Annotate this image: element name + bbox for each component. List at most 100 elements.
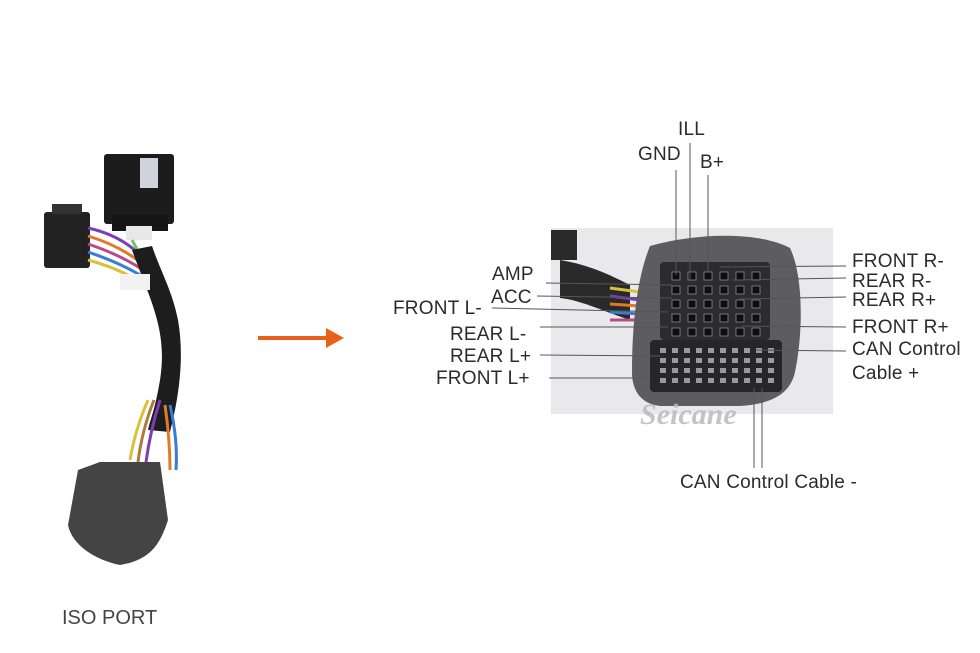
leader-acc xyxy=(536,295,673,299)
connector-pin-small xyxy=(768,368,774,373)
connector-pin-small xyxy=(708,378,714,383)
label-rear-l-plus: REAR L+ xyxy=(450,346,532,367)
connector-pin-small xyxy=(732,368,738,373)
label-gnd: GND xyxy=(638,144,681,165)
connector-pin xyxy=(719,271,729,281)
connector-pin-small xyxy=(756,378,762,383)
connector-pin xyxy=(719,285,729,295)
label-front-l-minus: FRONT L- xyxy=(393,298,482,319)
label-cable-plus: Cable + xyxy=(852,363,920,384)
label-ill: ILL xyxy=(678,119,706,140)
connector-pin xyxy=(687,299,697,309)
connector-pin xyxy=(751,285,761,295)
connector-pin-small xyxy=(660,368,666,373)
connector-pin xyxy=(671,327,681,337)
connector-pin xyxy=(687,313,697,323)
connector-pin xyxy=(703,271,713,281)
connector-pin-small xyxy=(672,348,678,353)
label-bplus: B+ xyxy=(700,152,725,173)
connector-pin-small xyxy=(660,348,666,353)
connector-pin-small xyxy=(696,348,702,353)
leader-rear-l-plus xyxy=(539,354,661,357)
connector-pin xyxy=(671,299,681,309)
label-rear-l-minus: REAR L- xyxy=(450,324,527,345)
label-rear-r-plus: REAR R+ xyxy=(852,290,937,311)
connector-pin xyxy=(751,327,761,337)
harness-cable-sleeve xyxy=(132,246,181,432)
label-can-control-cable-minus: CAN Control Cable - xyxy=(680,472,857,493)
connector-pin xyxy=(703,313,713,323)
connector-pin xyxy=(735,271,745,281)
harness-label-tag xyxy=(120,274,150,290)
connector-pin-small xyxy=(732,358,738,363)
connector-pin xyxy=(687,327,697,337)
connector-pin-small xyxy=(720,348,726,353)
connector-pin-small xyxy=(744,368,750,373)
connector-pin xyxy=(751,271,761,281)
connector-pin-small xyxy=(672,368,678,373)
connector-pin xyxy=(703,327,713,337)
connector-pin xyxy=(671,285,681,295)
harness-side-connector xyxy=(44,204,90,268)
connector-pin xyxy=(703,285,713,295)
connector-pin-small xyxy=(660,378,666,383)
connector-pin xyxy=(703,299,713,309)
connector-pin xyxy=(687,285,697,295)
leader-lines xyxy=(491,143,847,468)
connector-pin xyxy=(719,299,729,309)
label-front-r-minus: FRONT R- xyxy=(852,251,945,272)
connector-pin-small xyxy=(744,348,750,353)
connector-pin-small xyxy=(660,358,666,363)
connector-pin-small xyxy=(768,378,774,383)
connector-pin-small xyxy=(732,348,738,353)
leader-rear-r-minus xyxy=(731,277,847,281)
harness-control-box xyxy=(104,154,174,240)
leader-front-r-plus xyxy=(741,325,847,328)
connector-pin-small xyxy=(768,358,774,363)
connector-pin xyxy=(735,313,745,323)
connector-pin-small xyxy=(708,348,714,353)
connector-pin-small xyxy=(684,378,690,383)
leader-amp xyxy=(545,282,673,286)
connector-pin-small xyxy=(684,348,690,353)
connector-pin-small xyxy=(756,358,762,363)
connector-pin xyxy=(719,327,729,337)
connector-pins xyxy=(660,271,774,383)
connector-pin-small xyxy=(720,358,726,363)
connector-pin-small xyxy=(744,358,750,363)
connector-pin xyxy=(687,271,697,281)
connector-pin xyxy=(719,313,729,323)
leader-rear-r-plus xyxy=(739,296,847,300)
connector-pin xyxy=(735,327,745,337)
harness-wires-bottom xyxy=(128,399,178,471)
connector-pin-small xyxy=(696,368,702,373)
connector-pin xyxy=(751,299,761,309)
label-rear-r-minus: REAR R- xyxy=(852,271,932,292)
connector-pin-small xyxy=(744,378,750,383)
label-can-control: CAN Control xyxy=(852,339,961,360)
label-amp: AMP xyxy=(492,264,534,285)
connector-pin-small xyxy=(708,368,714,373)
leader-can-control xyxy=(755,349,847,352)
connector-pin-small xyxy=(696,378,702,383)
connector-pin-small xyxy=(756,368,762,373)
connector-pin-small xyxy=(696,358,702,363)
connector-pin-small xyxy=(672,378,678,383)
label-acc: ACC xyxy=(491,287,532,308)
leader-front-r-minus xyxy=(719,265,847,268)
connector-pin-small xyxy=(720,378,726,383)
connector-pin-small xyxy=(672,358,678,363)
connector-pin xyxy=(751,313,761,323)
connector-pin xyxy=(735,285,745,295)
connector-pin xyxy=(735,299,745,309)
leader-front-l-minus xyxy=(491,307,669,313)
harness-iso-connector xyxy=(68,462,168,565)
arrow-icon xyxy=(258,328,344,348)
connector-pin-small xyxy=(708,358,714,363)
label-front-r-plus: FRONT R+ xyxy=(852,317,949,338)
label-front-l-plus: FRONT L+ xyxy=(436,368,530,389)
connector-pin-small xyxy=(684,368,690,373)
watermark: Seicane xyxy=(640,398,737,431)
connector-pin-small xyxy=(684,358,690,363)
